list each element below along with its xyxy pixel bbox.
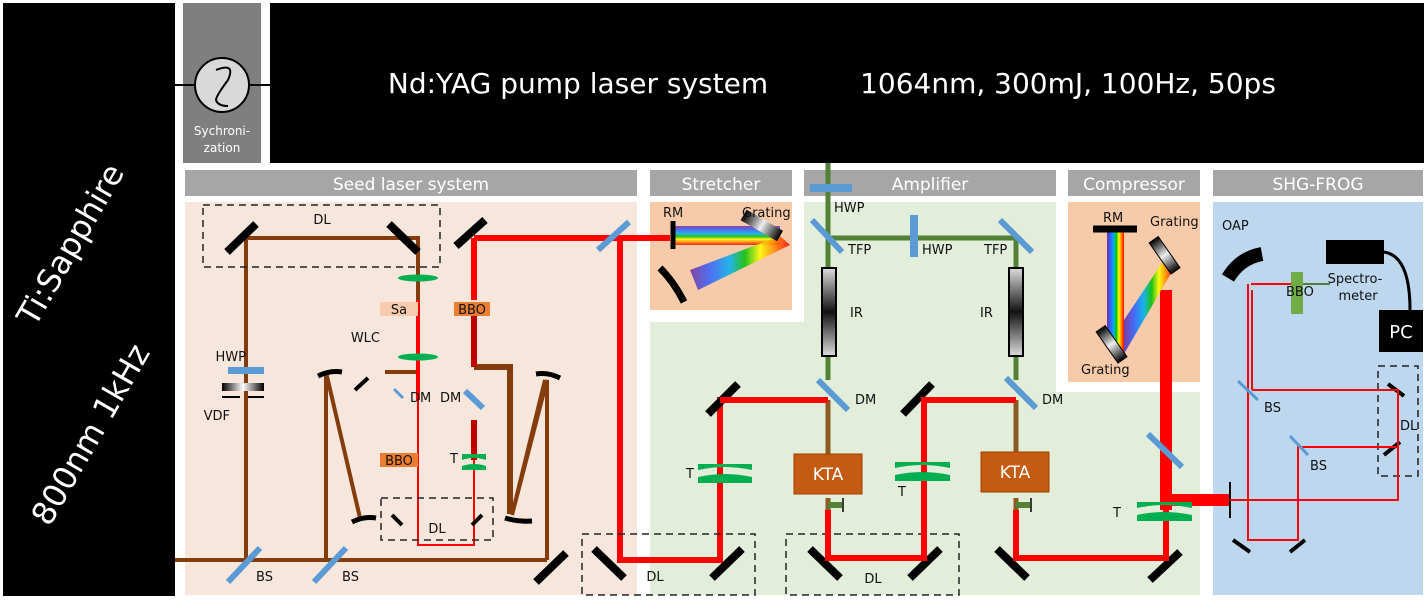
hwp-label: HWP — [922, 243, 953, 258]
dm-label: DM — [440, 391, 461, 406]
kta-label: KTA — [1000, 463, 1031, 483]
bs-label: BS — [256, 570, 273, 585]
lens — [398, 353, 438, 361]
delay-line-box — [581, 533, 756, 596]
ir-rod — [821, 267, 837, 357]
grating-label: Grating — [1081, 363, 1130, 378]
spectrometer-label: Spectro- — [1328, 272, 1383, 287]
sine-wave-icon — [194, 57, 250, 113]
rm-label: RM — [1103, 211, 1123, 226]
vdf-label: VDF — [204, 409, 230, 424]
hwp-label: HWP — [834, 201, 865, 216]
oap-label: OAP — [1222, 219, 1249, 234]
sa-label: Sa — [391, 303, 407, 318]
dm-label: DM — [855, 393, 876, 408]
sync-label-1: Sychroni- — [194, 124, 250, 138]
synchronization-box: Sychroni- zation — [175, 3, 270, 163]
dl-label: DL — [1400, 419, 1418, 434]
dl-label: DL — [864, 572, 882, 587]
spectrometer-label-2: meter — [1338, 289, 1378, 304]
section-stretcher: Stretcher — [682, 175, 761, 195]
tfp-label: TFP — [983, 243, 1007, 258]
lens — [398, 274, 438, 282]
bbo-label: BBO — [1286, 285, 1314, 300]
telescope-label: T — [1112, 506, 1121, 521]
ti-sapphire-panel: Ti:Sapphire 800nm 1kHz — [3, 3, 175, 596]
sync-label-2: zation — [204, 141, 241, 155]
delay-line-box — [380, 497, 494, 541]
mirrors — [224, 217, 1183, 585]
pump-laser-banner: Nd:YAG pump laser system 1064nm, 300mJ, … — [270, 3, 1424, 163]
delay-line-box — [202, 204, 441, 268]
telescope-label: T — [685, 467, 694, 482]
bbo-label: BBO — [458, 303, 486, 318]
dm-label: DM — [1042, 393, 1063, 408]
ir-label: IR — [850, 306, 863, 321]
dm-label: DM — [410, 391, 431, 406]
hwp-label: HWP — [216, 350, 247, 365]
ir-label: IR — [980, 306, 993, 321]
stretcher-panel — [650, 202, 792, 310]
dl-label: DL — [646, 570, 664, 585]
grating-label: Grating — [742, 206, 791, 221]
telescope-label: T — [897, 485, 906, 500]
tfp-label: TFP — [847, 243, 871, 258]
delay-line-box — [785, 533, 960, 596]
kta-label: KTA — [813, 465, 844, 485]
bs-label: BS — [1310, 459, 1327, 474]
pump-specs: 1064nm, 300mJ, 100Hz, 50ps — [860, 67, 1276, 100]
ir-rod — [1008, 267, 1024, 357]
dl-label: DL — [428, 522, 446, 537]
pump-title: Nd:YAG pump laser system — [388, 67, 768, 100]
rm-label: RM — [663, 206, 683, 221]
wlc-label: WLC — [351, 331, 380, 346]
dl-label: DL — [313, 213, 331, 228]
section-frog: SHG-FROG — [1272, 175, 1363, 195]
bbo-label: BBO — [385, 454, 413, 469]
section-seed: Seed laser system — [333, 175, 489, 195]
bs-label: BS — [1264, 401, 1281, 416]
section-amplifier: Amplifier — [892, 175, 969, 195]
pc-box — [1379, 310, 1423, 352]
pc-label: PC — [1389, 322, 1412, 343]
section-compressor: Compressor — [1083, 175, 1185, 195]
telescope-label: T — [449, 452, 458, 467]
spectrometer — [1326, 240, 1384, 264]
bs-label: BS — [342, 570, 359, 585]
grating-label: Grating — [1150, 215, 1199, 230]
